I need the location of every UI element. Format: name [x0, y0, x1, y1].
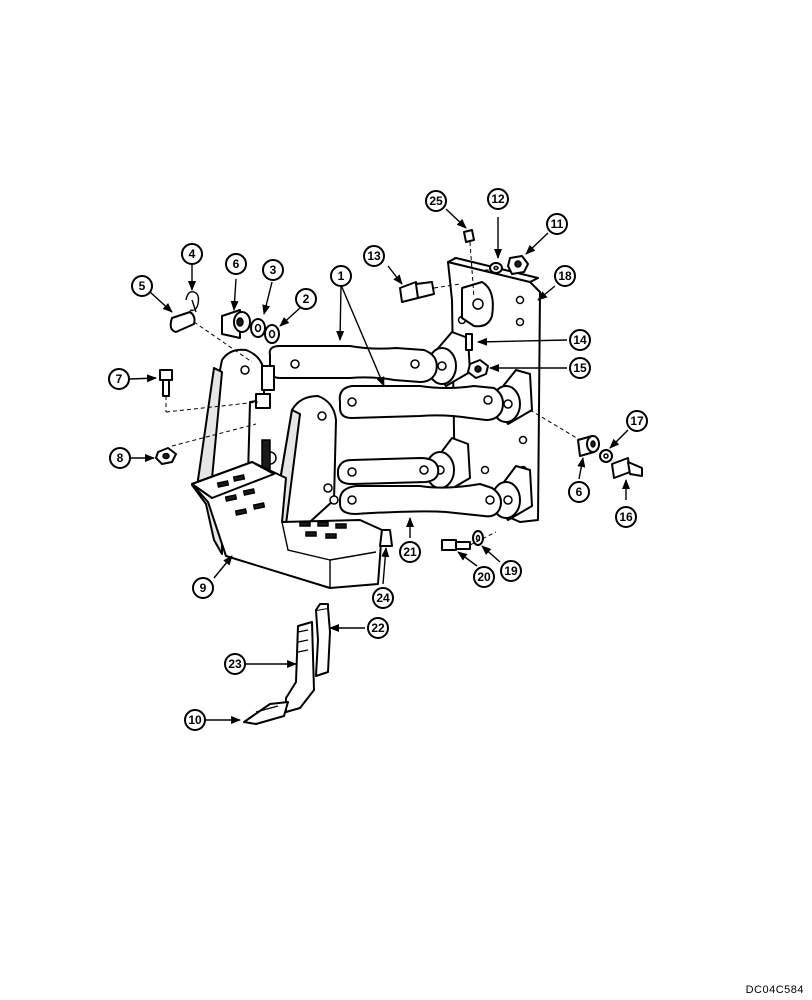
lower-link-arms [337, 457, 502, 518]
callout-13: 13 [363, 245, 385, 267]
callout-21-label: 21 [403, 545, 417, 559]
callout-3: 3 [262, 259, 284, 281]
callout-22: 22 [367, 617, 389, 639]
callout-21: 21 [399, 541, 421, 563]
callout-8: 8 [109, 447, 131, 469]
grease-fitting-24 [379, 529, 393, 547]
callout-15-label: 15 [573, 361, 587, 375]
bushing-set-right [529, 409, 643, 479]
callout-16: 16 [615, 506, 637, 528]
callout-9-label: 9 [200, 581, 207, 595]
callout-20: 20 [473, 566, 495, 588]
callout-2-label: 2 [303, 292, 310, 306]
callout-2: 2 [295, 288, 317, 310]
callout-11: 11 [546, 213, 568, 235]
callout-1: 1 [330, 265, 352, 287]
callout-17-label: 17 [630, 414, 644, 428]
callout-19-label: 19 [504, 564, 518, 578]
callout-20-label: 20 [477, 570, 491, 584]
counterweight-base [191, 461, 383, 589]
callout-4-label: 4 [189, 247, 196, 261]
callout-6-lower: 6 [568, 481, 590, 503]
nut-15 [467, 359, 489, 379]
roll-pin-14 [465, 333, 473, 351]
callout-22-label: 22 [371, 621, 385, 635]
bolt-20-washer-19 [441, 530, 497, 551]
callout-10-label: 10 [188, 713, 202, 727]
nut-8 [155, 423, 257, 465]
pin-25 [463, 229, 475, 299]
callout-24: 24 [372, 587, 394, 609]
bushing-set-upper [221, 309, 280, 344]
callout-7-label: 7 [116, 372, 123, 386]
callout-15: 15 [569, 357, 591, 379]
callout-25-label: 25 [429, 194, 443, 208]
callout-14-label: 14 [573, 333, 587, 347]
bolt-7 [159, 369, 259, 413]
hardware-11-12 [478, 255, 529, 275]
callout-23-label: 23 [228, 657, 242, 671]
bolt-13 [399, 281, 461, 303]
callout-11-label: 11 [551, 217, 564, 231]
callout-13-label: 13 [367, 249, 381, 263]
callout-9: 9 [192, 577, 214, 599]
leader-lines [129, 208, 630, 724]
upper-link-arms [268, 345, 504, 421]
callout-6-upper-label: 6 [233, 257, 240, 271]
callout-14: 14 [569, 329, 591, 351]
callout-25: 25 [425, 190, 447, 212]
callout-3-label: 3 [270, 263, 277, 277]
callout-5: 5 [131, 275, 153, 297]
pin-5 [169, 311, 253, 363]
callout-18-label: 18 [558, 269, 572, 283]
point-10 [243, 701, 289, 725]
drawing-code: DC04C584 [745, 984, 804, 996]
callout-8-label: 8 [117, 451, 124, 465]
callout-6-lower-label: 6 [576, 485, 583, 499]
callout-24-label: 24 [376, 591, 390, 605]
tine-22 [315, 603, 331, 677]
callout-10: 10 [184, 709, 206, 731]
callout-4: 4 [181, 243, 203, 265]
callout-23: 23 [224, 653, 246, 675]
callout-7: 7 [108, 368, 130, 390]
callout-17: 17 [626, 410, 648, 432]
callout-1-label: 1 [338, 269, 345, 283]
rear-pivot-brackets [425, 331, 533, 521]
shank-23 [285, 621, 315, 713]
callout-18: 18 [554, 265, 576, 287]
callout-16-label: 16 [619, 510, 633, 524]
callout-5-label: 5 [139, 279, 146, 293]
callout-6-upper: 6 [225, 253, 247, 275]
clip-4 [185, 290, 200, 313]
callout-12: 12 [487, 188, 509, 210]
callout-12-label: 12 [491, 192, 505, 206]
callout-19: 19 [500, 560, 522, 582]
